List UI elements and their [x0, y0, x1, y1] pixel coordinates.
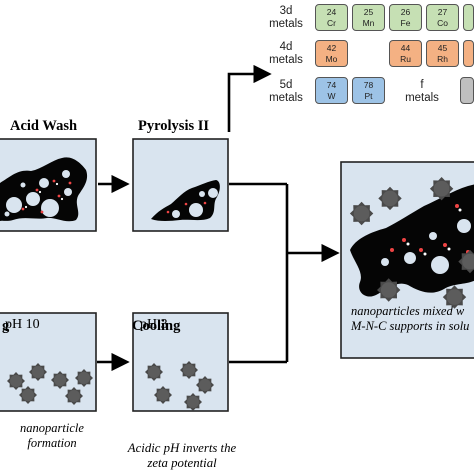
step-label-pyrolysis: Pyrolysis II: [138, 118, 210, 134]
caption-acidic-ph: Acidic pH inverts the zeta potential: [127, 441, 237, 470]
atomic-number: 25: [363, 7, 374, 17]
acid-wash-panel: [0, 138, 97, 232]
atomic-number: 26: [400, 7, 411, 17]
ph10-label: pH 10: [5, 317, 40, 332]
atomic-number: 74: [326, 80, 337, 90]
element-symbol: Cr: [327, 18, 336, 28]
element-symbol: Fe: [400, 18, 411, 28]
element-symbol: W: [327, 91, 336, 101]
step-label-acid-wash: Acid Wash: [10, 118, 78, 134]
atomic-number: 45: [437, 43, 448, 53]
connector-arrows: [97, 64, 340, 372]
atomic-number: 42: [326, 43, 337, 53]
element-cell-f-metal: [460, 77, 474, 104]
caption-nanoparticle-formation: nanoparticle formation: [20, 421, 84, 450]
step-label-left-partial: g: [2, 318, 10, 334]
step-label-cooling: Cooling: [132, 318, 181, 334]
element-symbol: Mn: [362, 18, 375, 28]
pyrolysis-panel: [132, 138, 229, 232]
element-cell-partial-1: [463, 40, 474, 67]
ph3-label: pH 3: [140, 317, 168, 332]
final-mixture-panel: [340, 161, 474, 359]
element-cell-partial-0: [463, 4, 474, 31]
element-symbol: Rh: [437, 54, 448, 64]
active-site-markers: [21, 179, 72, 214]
caption-final-mixture: nanoparticles mixed w M-N-C supports in …: [351, 304, 470, 333]
ph10-panel: [0, 312, 97, 412]
element-symbol: Co: [437, 18, 448, 28]
atomic-number: 44: [400, 43, 411, 53]
arrow-pyrolysis-to-periodic: [227, 64, 272, 132]
atomic-number: 27: [437, 7, 448, 17]
atomic-number: 24: [326, 7, 337, 17]
atomic-number: 78: [363, 80, 374, 90]
element-symbol: Pt: [364, 91, 373, 101]
element-symbol: Ru: [400, 54, 411, 64]
ph3-panel: [132, 312, 229, 412]
element-symbol: Mo: [325, 54, 338, 64]
